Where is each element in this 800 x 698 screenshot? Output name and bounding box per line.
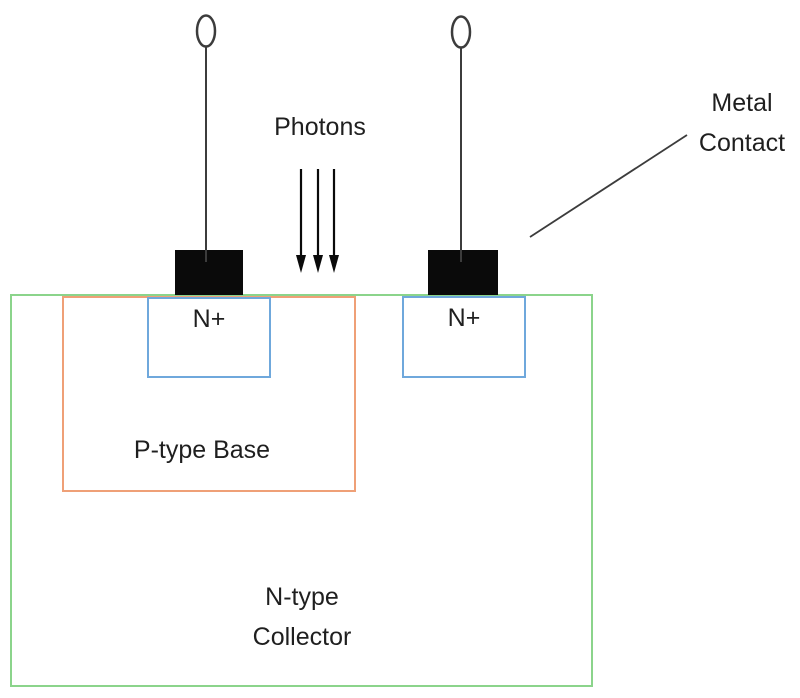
photon-arrow-head <box>296 255 306 273</box>
photons-label: Photons <box>274 113 366 141</box>
terminal-ring-left-icon <box>195 14 217 48</box>
photon-arrows-icon <box>296 169 339 273</box>
n-plus-label-left: N+ <box>192 305 226 333</box>
n-plus-region-right: N+ <box>402 296 526 378</box>
n-plus-label-right: N+ <box>447 304 481 332</box>
metal-contact-right <box>428 250 498 295</box>
n-type-collector-label: N-type Collector <box>252 583 352 651</box>
terminal-ring-right-icon <box>450 15 472 49</box>
metal-contact-callout-line <box>529 134 688 238</box>
metal-contact-label: Metal Contact <box>698 89 786 157</box>
n-plus-region-left: N+ <box>147 297 271 378</box>
n-type-collector-region <box>10 294 593 687</box>
photon-arrow-head <box>329 255 339 273</box>
photon-arrow-head <box>313 255 323 273</box>
p-type-base-label: P-type Base <box>133 436 271 464</box>
metal-contact-left <box>175 250 243 295</box>
